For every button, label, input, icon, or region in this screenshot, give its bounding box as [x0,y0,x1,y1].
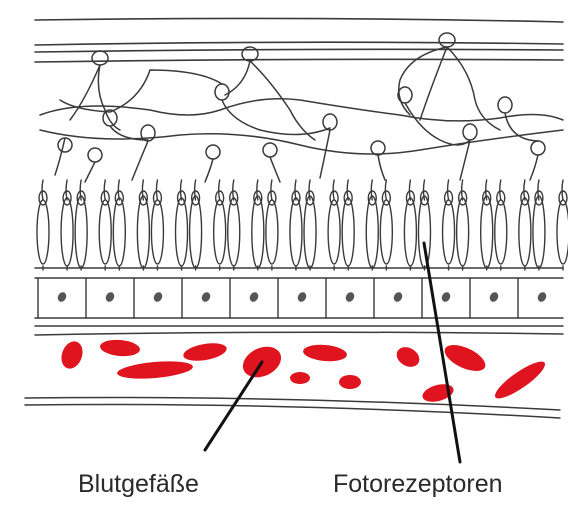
photoreceptor-cell [252,180,264,270]
photoreceptor-cell [290,180,302,270]
epithelium-cell [134,278,164,318]
nerve-fiber-layer [35,18,563,62]
epithelium-cell [518,278,548,318]
photoreceptor-cell [151,180,163,270]
epithelium-cell [182,278,212,318]
cell-nucleus [488,291,500,304]
cell-nucleus [56,291,68,304]
photoreceptor-cell [342,180,354,270]
neuron-network [40,33,563,182]
label-photoreceptors: Fotorezeptoren [333,470,503,499]
cell-nucleus [440,291,452,304]
photoreceptor-cell [99,180,111,270]
photoreceptor-cell [61,180,73,270]
epithelium-cell [422,278,452,318]
cell-nucleus [152,291,164,304]
photoreceptor-cell [366,180,378,270]
epithelium-cell [38,278,68,318]
photoreceptor-cell [495,180,507,270]
photoreceptor-cell [304,180,316,270]
cell-nucleus [296,291,308,304]
photoreceptor-cells [37,180,568,270]
photoreceptor-cell [557,180,568,270]
cell-nucleus [344,291,356,304]
epithelium-cell [326,278,356,318]
photoreceptor-cell [137,180,149,270]
photoreceptor-cell [533,180,545,270]
photoreceptor-cell [190,180,202,270]
cell-nucleus [392,291,404,304]
photoreceptor-cell [418,180,430,270]
blood-vessels [58,338,549,405]
photoreceptor-cell [404,180,416,270]
photoreceptor-cell [214,180,226,270]
photoreceptor-cell [443,180,455,270]
photoreceptor-cell [266,180,278,270]
epithelium-cell [278,278,308,318]
photoreceptor-cell [457,180,469,270]
photoreceptor-cell [37,180,49,270]
cell-nucleus [248,291,260,304]
photoreceptor-cell [328,180,340,270]
epithelium-cell [230,278,260,318]
photoreceptor-cell [228,180,240,270]
photoreceptor-cell [113,180,125,270]
cell-nucleus [200,291,212,304]
label-blood-vessels: Blutgefäße [78,470,199,499]
epithelium-cell [86,278,116,318]
photoreceptor-cell [380,180,392,270]
epithelium-cell [374,278,404,318]
photoreceptor-cell [519,180,531,270]
pigment-epithelium [38,278,548,318]
photoreceptor-cell [176,180,188,270]
photoreceptor-cell [481,180,493,270]
photoreceptor-cell [75,180,87,270]
cell-nucleus [104,291,116,304]
epithelium-cell [470,278,500,318]
cell-nucleus [536,291,548,304]
